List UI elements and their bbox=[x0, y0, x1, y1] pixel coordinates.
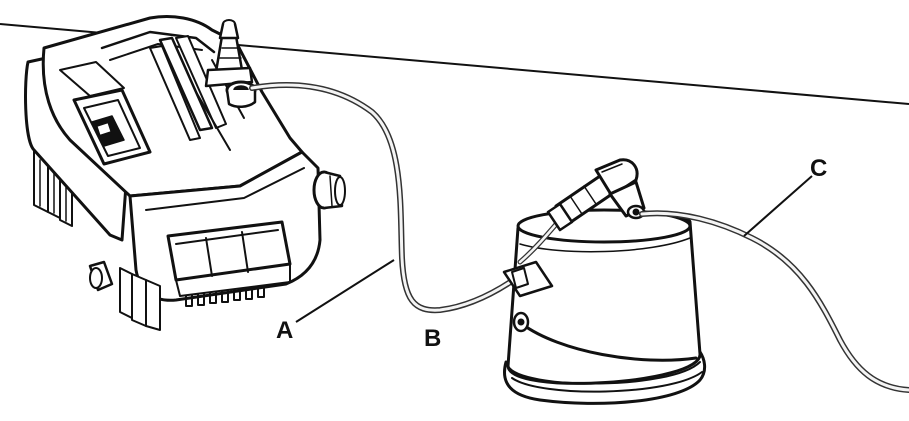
pump-bottom-teeth bbox=[185, 285, 265, 307]
label-c: C bbox=[810, 155, 827, 182]
tube-clip-icon bbox=[502, 219, 561, 298]
callout-b: B bbox=[424, 325, 441, 352]
pump-left-fitting-icon bbox=[88, 260, 114, 292]
leader-a bbox=[295, 259, 395, 323]
callout-a: A bbox=[276, 259, 395, 344]
pump-lower-fins bbox=[119, 267, 161, 331]
pump-nozzle-icon bbox=[204, 19, 254, 88]
bucket-icon bbox=[503, 208, 707, 405]
tube-c-icon bbox=[639, 210, 909, 393]
label-a: A bbox=[276, 317, 293, 344]
pump-side-knob-icon bbox=[312, 170, 346, 210]
callout-c: C bbox=[743, 155, 827, 237]
leader-c bbox=[743, 175, 813, 237]
label-b: B bbox=[424, 325, 441, 352]
bucket-handle bbox=[520, 322, 698, 362]
pump-unit-icon bbox=[24, 15, 346, 331]
tube-a-icon bbox=[249, 82, 525, 314]
